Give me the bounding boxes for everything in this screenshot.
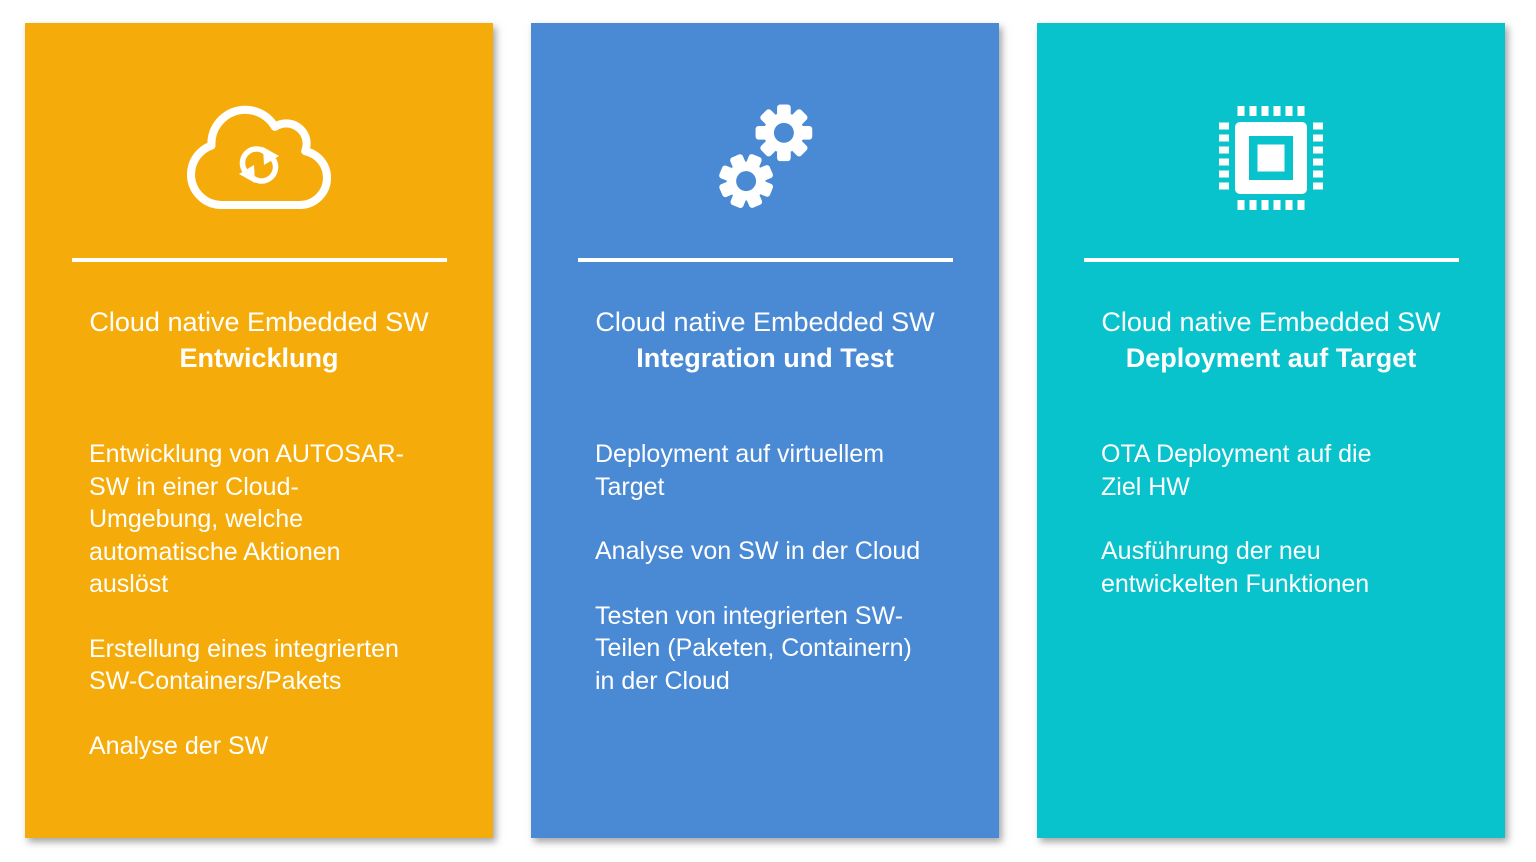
divider-line <box>71 258 447 262</box>
card-deployment-auf-target: Cloud native Embedded SW Deployment auf … <box>1037 23 1505 838</box>
card-title-line2: Integration und Test <box>636 343 894 373</box>
card-integration-und-test: Cloud native Embedded SW Integration und… <box>531 23 999 838</box>
card-paragraph: Analyse der SW <box>89 731 269 760</box>
card-paragraph: Erstellung eines integrierten SW-Contain… <box>89 634 399 696</box>
card-paragraph: Deployment auf virtuellem Target <box>595 440 885 501</box>
icon-area <box>25 23 493 258</box>
gear-bottom-left <box>719 154 774 209</box>
card-title: Cloud native Embedded SW Integration und… <box>531 304 999 376</box>
cloud-sync-icon <box>186 105 332 210</box>
icon-area <box>531 23 999 258</box>
sync-arrows <box>239 146 279 184</box>
card-title-line2: Entwicklung <box>179 343 339 373</box>
card-body: Entwicklung von AUTOSAR- SW in einer Clo… <box>25 438 493 794</box>
card-title: Cloud native Embedded SW Deployment auf … <box>1037 304 1505 376</box>
card-paragraph: Entwicklung von AUTOSAR- SW in einer Clo… <box>89 440 404 598</box>
chip-icon <box>1219 106 1323 210</box>
card-paragraph: Testen von integrierten SW- Teilen (Pake… <box>595 601 912 695</box>
icon-area <box>1037 23 1505 258</box>
gear-top-right <box>755 104 813 162</box>
divider-line <box>1083 258 1459 262</box>
card-paragraph: OTA Deployment auf die Ziel HW <box>1101 440 1372 501</box>
card-title-line1: Cloud native Embedded SW <box>1101 307 1441 337</box>
card-title-line2: Deployment auf Target <box>1125 343 1417 373</box>
card-paragraph: Ausführung der neu entwickelten Funktion… <box>1101 537 1370 598</box>
card-title-line1: Cloud native Embedded SW <box>595 307 935 337</box>
card-title: Cloud native Embedded SW Entwicklung <box>25 304 493 376</box>
gears-icon <box>719 104 813 209</box>
card-entwicklung: Cloud native Embedded SW Entwicklung Ent… <box>25 23 493 838</box>
card-paragraph: Analyse von SW in der Cloud <box>595 537 921 565</box>
card-body: Deployment auf virtuellem Target Analyse… <box>531 438 999 729</box>
card-title-line1: Cloud native Embedded SW <box>89 307 429 337</box>
divider-line <box>577 258 953 262</box>
card-body: OTA Deployment auf die Ziel HW Ausführun… <box>1037 438 1505 632</box>
